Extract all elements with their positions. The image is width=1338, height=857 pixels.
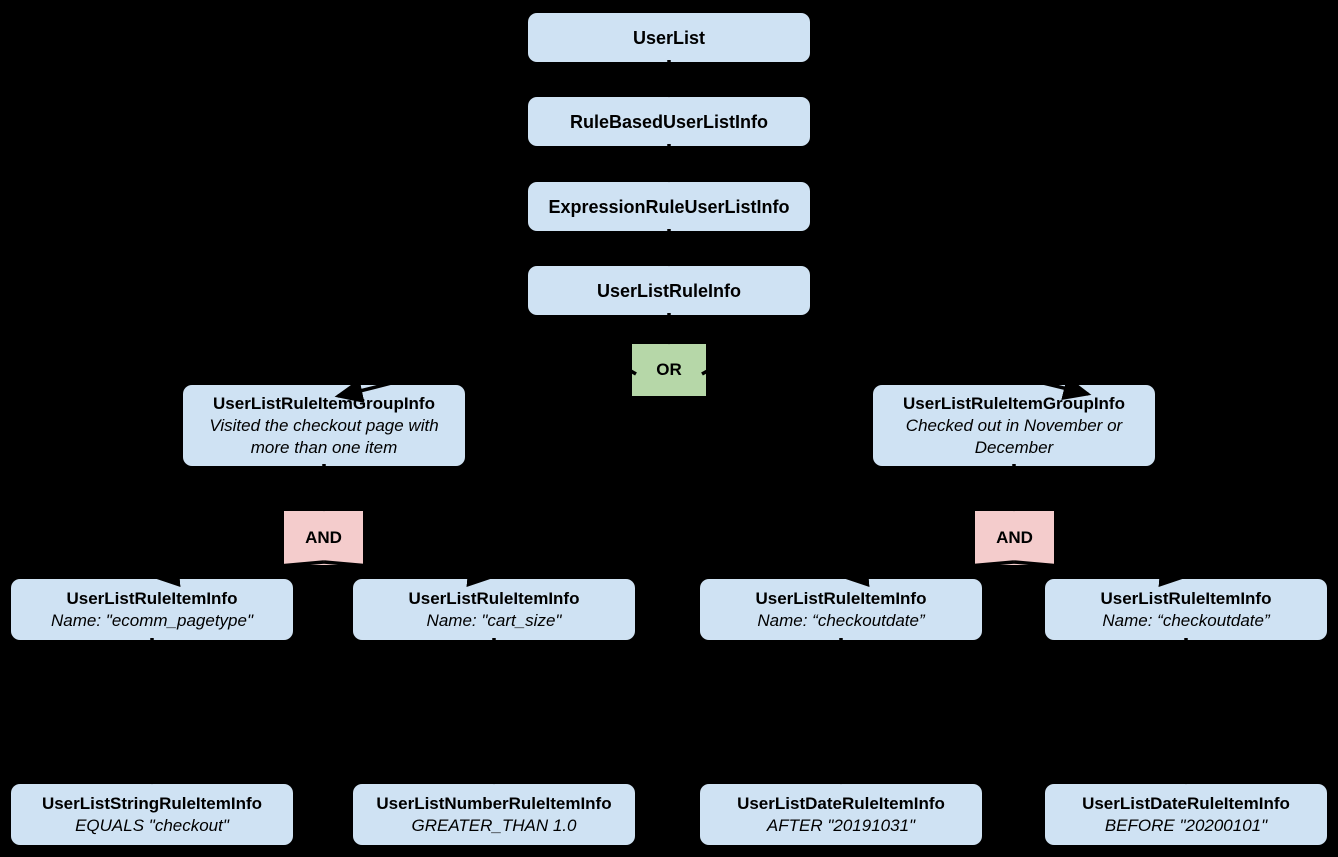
group-right-subtitle: Checked out in November or December — [905, 415, 1123, 457]
and-operator-box-right: AND — [975, 511, 1054, 565]
group-right-title: UserListRuleItemGroupInfo — [903, 393, 1125, 413]
node-rule-item-checkoutdate-1: UserListRuleItemInfo Name: “checkoutdate… — [700, 579, 982, 640]
rule-item-subtitle: Name: "cart_size" — [426, 610, 562, 630]
rule-item-title: UserListRuleItemInfo — [408, 588, 580, 608]
node-date-rule-item-before: UserListDateRuleItemInfo BEFORE "2020010… — [1045, 784, 1327, 845]
rule-item-subtitle: Name: “checkoutdate” — [757, 610, 925, 630]
rule-item-title: UserListRuleItemInfo — [1100, 588, 1272, 608]
node-number-rule-item: UserListNumberRuleItemInfo GREATER_THAN … — [353, 784, 635, 845]
node-rule-item-checkoutdate-2: UserListRuleItemInfo Name: “checkoutdate… — [1045, 579, 1327, 640]
leaf-item-subtitle: GREATER_THAN 1.0 — [411, 815, 577, 835]
group-left-title: UserListRuleItemGroupInfo — [213, 393, 435, 413]
node-expressionruleuserlistinfo: ExpressionRuleUserListInfo — [528, 182, 810, 231]
node-rule-item-ecomm-pagetype: UserListRuleItemInfo Name: "ecomm_pagety… — [11, 579, 293, 640]
rule-item-title: UserListRuleItemInfo — [66, 588, 238, 608]
leaf-item-subtitle: EQUALS "checkout" — [75, 815, 229, 835]
node-rulebaseduserlistinfo-label: RuleBasedUserListInfo — [569, 111, 769, 132]
node-expressionruleuserlistinfo-label: ExpressionRuleUserListInfo — [548, 196, 790, 217]
node-rulebaseduserlistinfo: RuleBasedUserListInfo — [528, 97, 810, 146]
leaf-item-subtitle: BEFORE "20200101" — [1104, 815, 1268, 835]
node-rule-item-cart-size: UserListRuleItemInfo Name: "cart_size" — [353, 579, 635, 640]
leaf-item-title: UserListDateRuleItemInfo — [1082, 793, 1290, 813]
and-operator-box-left: AND — [284, 511, 363, 565]
node-date-rule-item-after: UserListDateRuleItemInfo AFTER "20191031… — [700, 784, 982, 845]
node-userlistruleinfo: UserListRuleInfo — [528, 266, 810, 315]
rule-item-title: UserListRuleItemInfo — [755, 588, 927, 608]
node-userlistruleinfo-label: UserListRuleInfo — [596, 280, 742, 301]
leaf-item-title: UserListDateRuleItemInfo — [737, 793, 945, 813]
group-left-subtitle: Visited the checkout page with more than… — [209, 415, 439, 457]
node-userlist: UserList — [528, 13, 810, 62]
node-userlist-label: UserList — [632, 27, 706, 48]
node-rule-item-group-left: UserListRuleItemGroupInfo Visited the ch… — [183, 385, 465, 466]
or-operator-box: OR — [632, 344, 706, 396]
leaf-item-title: UserListNumberRuleItemInfo — [376, 793, 612, 813]
rule-item-subtitle: Name: "ecomm_pagetype" — [51, 610, 253, 630]
leaf-item-subtitle: AFTER "20191031" — [766, 815, 916, 835]
rule-item-subtitle: Name: “checkoutdate” — [1102, 610, 1270, 630]
node-rule-item-group-right: UserListRuleItemGroupInfo Checked out in… — [873, 385, 1155, 466]
node-string-rule-item: UserListStringRuleItemInfo EQUALS "check… — [11, 784, 293, 845]
leaf-item-title: UserListStringRuleItemInfo — [41, 793, 263, 813]
